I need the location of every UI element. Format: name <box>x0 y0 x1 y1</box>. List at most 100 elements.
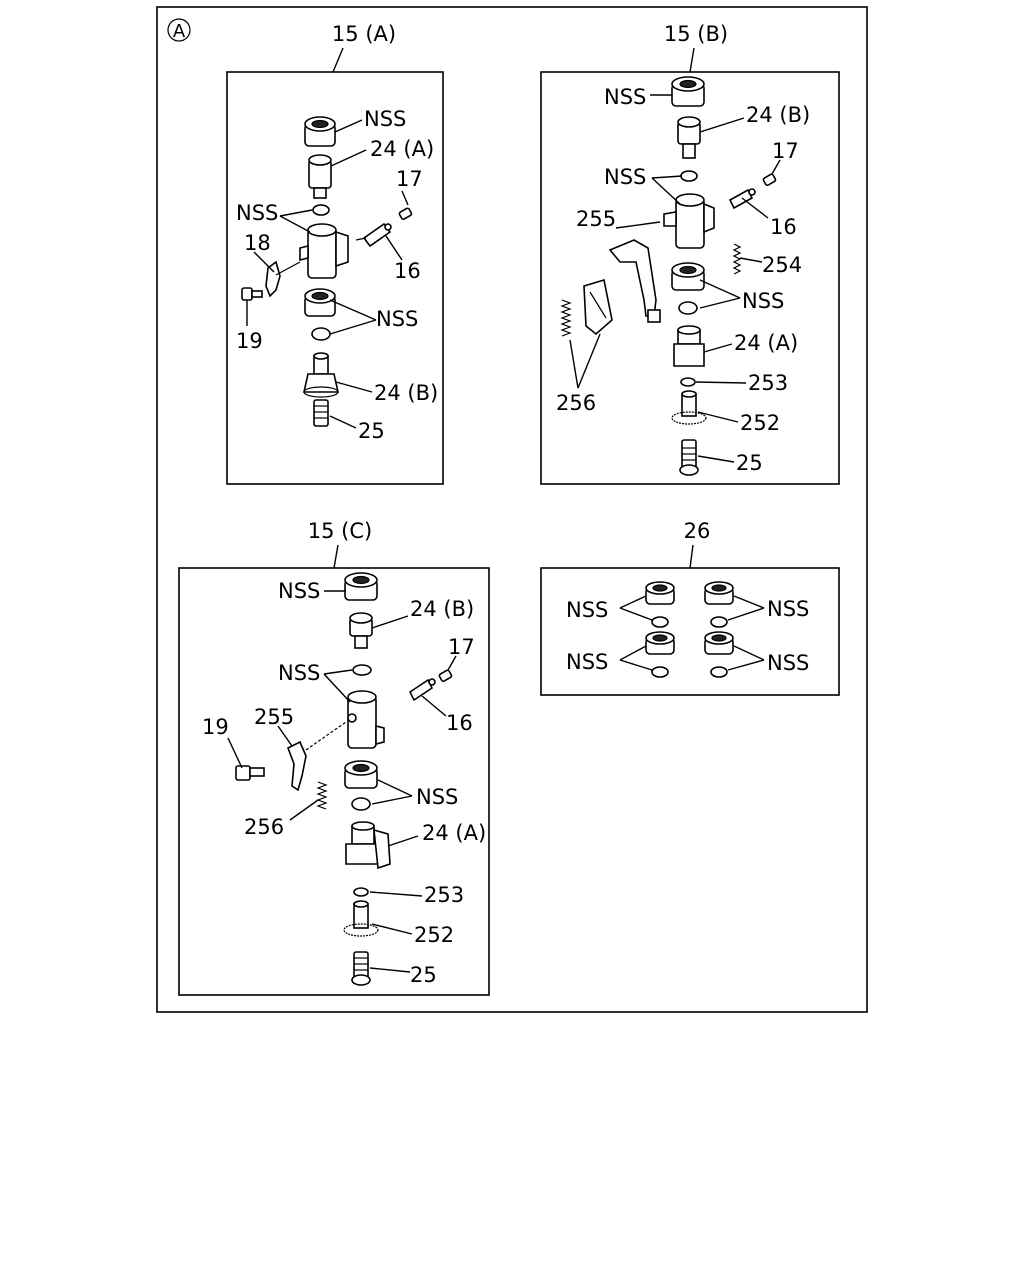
label-nss: NSS <box>566 650 608 674</box>
label-nss: NSS <box>364 107 406 131</box>
label-18: 18 <box>244 231 271 255</box>
nss-seal-top <box>671 76 705 107</box>
valve-body <box>663 193 715 249</box>
nss-washer <box>352 664 372 676</box>
part-25-screw <box>679 439 699 476</box>
label-253: 253 <box>748 371 788 395</box>
part-253-washer <box>680 377 696 387</box>
label-nss: NSS <box>767 651 809 675</box>
group-15a: 15 (A) <box>226 22 444 485</box>
nss-washer <box>680 170 698 182</box>
label-nss: NSS <box>767 597 809 621</box>
label-17: 17 <box>396 167 423 191</box>
group-title-leader <box>689 47 695 73</box>
group-title-15c: 15 (C) <box>308 519 372 543</box>
part-255-lever <box>286 721 347 792</box>
label-25: 25 <box>410 963 437 987</box>
label-nss: NSS <box>566 598 608 622</box>
section-marker: A <box>173 21 186 42</box>
part-256-spring <box>316 781 328 810</box>
part-252-gear <box>343 900 379 937</box>
part-18-lever <box>265 260 301 298</box>
nss-washer <box>312 204 330 216</box>
label-256: 256 <box>556 391 596 415</box>
group-title-leader <box>333 544 339 569</box>
group-title-15a: 15 (A) <box>332 22 396 46</box>
section-marker-circle <box>167 18 191 42</box>
group-frame-15a <box>226 71 444 485</box>
label-24b: 24 (B) <box>374 381 438 405</box>
group-title-26: 26 <box>684 519 711 543</box>
group-frame-15b <box>540 71 840 485</box>
label-254: 254 <box>762 253 802 277</box>
part-16-nipple <box>728 188 756 210</box>
label-24b: 24 (B) <box>746 103 810 127</box>
label-255: 255 <box>576 207 616 231</box>
part-24a <box>345 821 391 870</box>
part-16-nipple <box>355 222 392 248</box>
part-24a <box>308 154 332 199</box>
label-nss: NSS <box>376 307 418 331</box>
part-25-screw <box>313 399 329 427</box>
group-title-leader <box>689 544 694 569</box>
seal-kit-top-left <box>645 581 675 628</box>
label-16: 16 <box>446 711 473 735</box>
group-title-leader <box>332 47 344 73</box>
group-26: 26 <box>540 519 840 696</box>
label-255: 255 <box>254 705 294 729</box>
label-nss: NSS <box>278 661 320 685</box>
outer-frame <box>156 6 868 1013</box>
part-24b <box>349 612 373 649</box>
nss-seal-lower <box>344 760 378 789</box>
part-252-gear <box>671 390 707 425</box>
nss-washer-lower <box>311 327 331 341</box>
part-17-cap <box>438 669 453 683</box>
seal-kit-bottom-right <box>704 631 734 678</box>
nss-washer-lower <box>678 301 698 315</box>
nss-seal-top <box>304 116 336 147</box>
label-16: 16 <box>770 215 797 239</box>
label-24a: 24 (A) <box>422 821 486 845</box>
part-24b <box>677 116 701 159</box>
seal-kit-top-right <box>704 581 734 628</box>
part-24b <box>303 352 339 398</box>
part-25-screw <box>351 951 371 986</box>
label-24a: 24 (A) <box>370 137 434 161</box>
group-title-15b: 15 (B) <box>664 22 728 46</box>
label-256: 256 <box>244 815 284 839</box>
label-253: 253 <box>424 883 464 907</box>
part-17-cap <box>762 173 777 187</box>
label-16: 16 <box>394 259 421 283</box>
nss-seal-top <box>344 572 378 601</box>
group-frame-15c <box>178 567 490 996</box>
label-252: 252 <box>740 411 780 435</box>
label-252: 252 <box>414 923 454 947</box>
label-nss: NSS <box>278 579 320 603</box>
label-19: 19 <box>202 715 229 739</box>
label-25: 25 <box>358 419 385 443</box>
seal-kit-bottom-left <box>645 631 675 678</box>
label-19: 19 <box>236 329 263 353</box>
label-17: 17 <box>772 139 799 163</box>
label-17: 17 <box>448 635 475 659</box>
group-frame-26 <box>540 567 840 696</box>
part-253-washer <box>353 887 369 897</box>
part-19-bolt <box>235 765 265 781</box>
label-nss: NSS <box>604 165 646 189</box>
part-19-bolt <box>241 287 263 301</box>
label-25: 25 <box>736 451 763 475</box>
part-24a <box>673 325 705 367</box>
nss-washer-lower <box>351 797 371 811</box>
part-256-spring-assembly <box>560 278 613 337</box>
group-15c: 15 (C) <box>178 519 490 996</box>
group-15b: 15 (B) <box>540 22 840 485</box>
part-255-bracket <box>608 239 661 323</box>
part-254-spring <box>732 243 742 275</box>
label-nss: NSS <box>236 201 278 225</box>
part-17-cap <box>398 207 413 221</box>
label-nss: NSS <box>742 289 784 313</box>
nss-seal-lower <box>671 262 705 291</box>
label-nss: NSS <box>416 785 458 809</box>
nss-seal-lower <box>304 288 336 317</box>
